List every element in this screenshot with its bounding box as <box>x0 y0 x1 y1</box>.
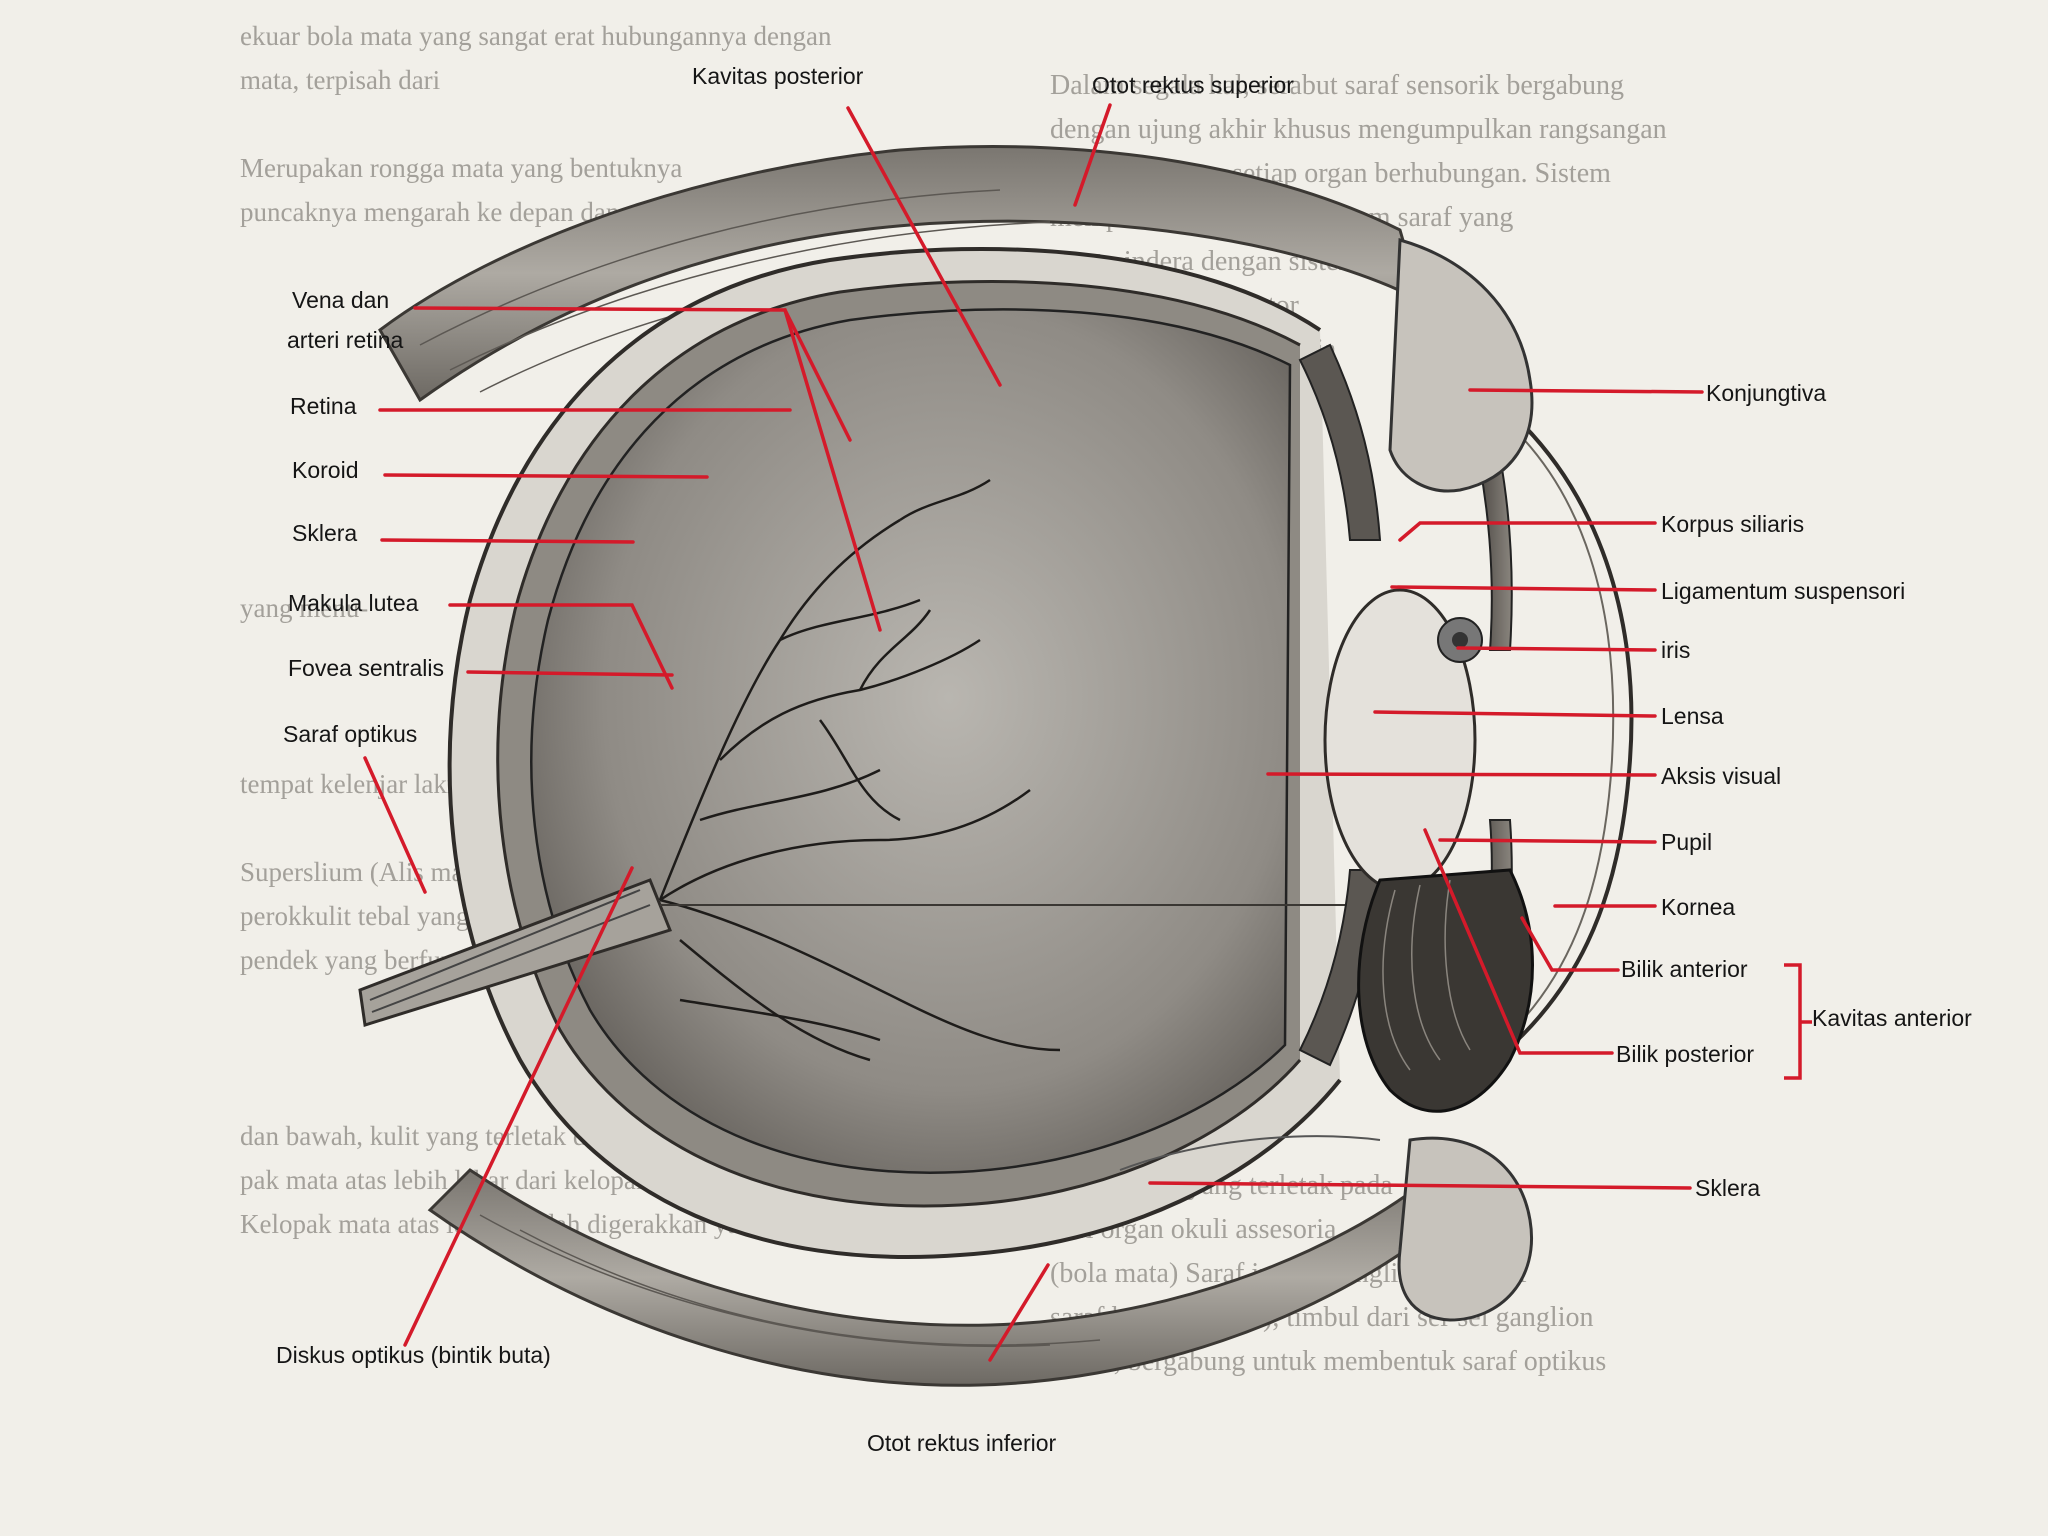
bg-left-line: mata, terpisah dari <box>240 65 441 95</box>
bg-right-line: Dalam segala hal, serabut saraf sensorik… <box>1050 70 1625 101</box>
leader-sklera-left <box>380 538 635 544</box>
label-bilik-posterior: Bilik posterior <box>1616 1041 1755 1067</box>
leader-konjungtiva <box>1468 388 1704 394</box>
label-koroid: Koroid <box>292 457 359 483</box>
label-otot-rektus-superior: Otot rektus superior <box>1092 72 1294 98</box>
label-saraf-optikus: Saraf optikus <box>283 721 418 747</box>
label-ligamentum-suspensori: Ligamentum suspensori <box>1661 578 1906 604</box>
leader-diskus-optikus <box>403 866 634 1347</box>
label-iris: iris <box>1661 637 1691 663</box>
leader-sklera-bottom <box>1148 1181 1692 1190</box>
label-sklera-left: Sklera <box>292 520 358 546</box>
leader-otot-rektus-inferior <box>988 1263 1050 1362</box>
leader-iris <box>1456 646 1657 652</box>
label-arteri-retina: arteri retina <box>287 327 404 353</box>
leader-kavitas-posterior <box>846 106 1002 387</box>
leader-saraf-optikus <box>363 756 427 894</box>
optic-nerve <box>358 878 672 1027</box>
bg-right-line: dengan ujung akhir khusus mengumpulkan r… <box>1050 114 1667 145</box>
label-kornea: Kornea <box>1661 894 1736 920</box>
label-makula-lutea: Makula lutea <box>288 590 419 616</box>
label-otot-rektus-inferior: Otot rektus inferior <box>867 1430 1057 1456</box>
leader-makula-lutea <box>448 603 674 690</box>
label-retina: Retina <box>290 393 357 419</box>
label-korpus-siliaris: Korpus siliaris <box>1661 511 1805 537</box>
leader-bilik-posterior <box>1423 828 1614 1055</box>
cornea <box>1468 378 1634 1082</box>
label-fovea-sentralis: Fovea sentralis <box>288 655 444 681</box>
leader-pupil <box>1438 838 1657 844</box>
leader-otot-rektus-superior <box>1073 103 1112 207</box>
bg-left-line: yang menu- <box>240 593 369 623</box>
label-vena-dan: Vena dan <box>292 287 390 313</box>
leader-ligamentum-suspensori <box>1390 585 1657 592</box>
label-diskus-optikus: Diskus optikus (bintik buta) <box>276 1342 551 1368</box>
leader-vena-arteri-retina <box>413 306 882 632</box>
ciliary-body <box>1298 343 1382 541</box>
label-bilik-anterior: Bilik anterior <box>1621 956 1748 982</box>
leader-lensa <box>1373 710 1657 718</box>
leader-aksis-visual <box>1266 772 1657 777</box>
leader-korpus-siliaris <box>1398 521 1657 542</box>
bg-left-line: puncaknya mengarah ke depan dan <box>240 197 620 227</box>
label-sklera-bottom: Sklera <box>1695 1175 1761 1201</box>
bracket-kavitas-anterior <box>1784 963 1802 1080</box>
bg-left-line: Merupakan rongga mata yang bentuknya <box>240 153 683 183</box>
label-lensa: Lensa <box>1661 703 1724 729</box>
label-pupil: Pupil <box>1661 829 1713 855</box>
leader-bilik-anterior <box>1520 916 1620 972</box>
label-konjungtiva: Konjungtiva <box>1706 380 1827 406</box>
label-kavitas-anterior: Kavitas anterior <box>1812 1005 1972 1031</box>
label-aksis-visual: Aksis visual <box>1661 763 1782 789</box>
bg-left-line: ekuar bola mata yang sangat erat hubunga… <box>240 21 832 51</box>
leader-koroid <box>383 473 709 479</box>
leader-fovea-sentralis <box>466 670 674 677</box>
label-kavitas-posterior: Kavitas posterior <box>692 63 864 89</box>
